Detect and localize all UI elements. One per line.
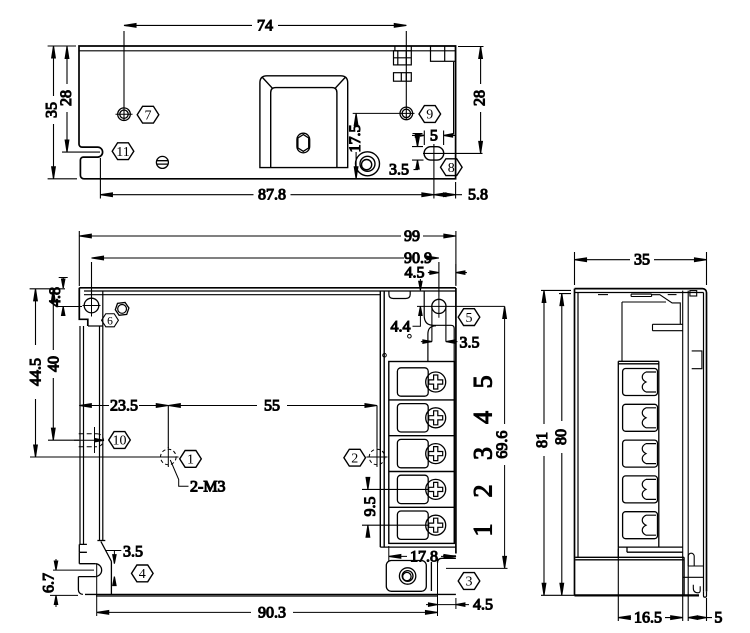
svg-text:5: 5	[466, 311, 473, 326]
svg-text:69.6: 69.6	[494, 431, 511, 459]
svg-text:4: 4	[469, 411, 498, 424]
svg-text:40: 40	[45, 356, 62, 372]
svg-text:1: 1	[187, 453, 194, 468]
svg-text:6.7: 6.7	[41, 573, 58, 593]
svg-text:99: 99	[404, 228, 420, 245]
svg-text:3.5: 3.5	[389, 161, 409, 178]
svg-text:17.8: 17.8	[410, 548, 438, 565]
svg-text:7: 7	[145, 108, 152, 123]
svg-text:8: 8	[448, 161, 455, 176]
svg-text:80: 80	[553, 429, 570, 445]
svg-text:3: 3	[469, 447, 498, 460]
svg-text:4.8: 4.8	[47, 287, 64, 307]
svg-text:90.9: 90.9	[404, 250, 432, 267]
svg-text:35: 35	[634, 252, 650, 269]
svg-text:28: 28	[58, 90, 75, 106]
svg-text:5: 5	[469, 375, 498, 388]
svg-text:11: 11	[116, 145, 129, 160]
svg-text:2-M3: 2-M3	[190, 479, 226, 496]
svg-text:4.5: 4.5	[405, 265, 425, 282]
svg-text:23.5: 23.5	[110, 398, 138, 415]
svg-text:5: 5	[430, 127, 438, 144]
svg-text:3: 3	[466, 575, 473, 590]
svg-text:6: 6	[107, 316, 113, 328]
svg-text:16.5: 16.5	[634, 610, 662, 627]
svg-text:9.5: 9.5	[362, 497, 379, 517]
svg-text:2: 2	[351, 451, 358, 466]
svg-text:3.5: 3.5	[123, 544, 143, 561]
svg-text:4: 4	[139, 567, 146, 582]
svg-text:9: 9	[426, 108, 433, 123]
svg-text:90.3: 90.3	[258, 604, 286, 621]
svg-text:87.8: 87.8	[258, 187, 286, 204]
svg-text:17.5: 17.5	[347, 125, 364, 153]
svg-text:44.5: 44.5	[28, 358, 45, 386]
svg-text:74: 74	[257, 17, 273, 34]
svg-text:4.5: 4.5	[473, 597, 493, 614]
svg-text:2: 2	[469, 485, 498, 498]
svg-text:3.5: 3.5	[460, 334, 480, 351]
svg-text:81: 81	[534, 432, 551, 448]
svg-text:55: 55	[264, 398, 280, 415]
svg-text:1: 1	[469, 524, 498, 537]
svg-text:35: 35	[44, 102, 61, 118]
svg-text:5: 5	[714, 610, 722, 627]
svg-text:28: 28	[472, 90, 489, 106]
svg-text:5.8: 5.8	[468, 187, 488, 204]
svg-text:4.4: 4.4	[391, 319, 411, 336]
svg-text:10: 10	[113, 434, 127, 449]
